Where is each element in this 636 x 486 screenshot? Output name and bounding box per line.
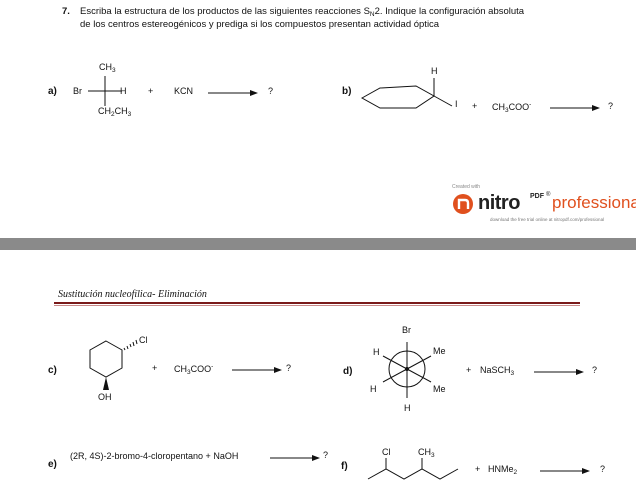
f-ch3: CH3 — [418, 447, 435, 459]
reagent-d: NaSCH3 — [480, 365, 515, 377]
d-me2: Me — [433, 384, 446, 394]
page-break — [0, 238, 636, 250]
arrow-a — [208, 90, 258, 96]
nitro-logo-icon — [453, 194, 473, 214]
c-oh: OH — [98, 392, 112, 402]
plus-d: + — [466, 365, 472, 375]
cyclohexane-b — [360, 78, 453, 109]
arrow-d — [534, 369, 584, 375]
d-br: Br — [402, 325, 411, 335]
b-h: H — [431, 66, 438, 76]
product-e: ? — [323, 450, 329, 460]
watermark-created: Created with — [452, 184, 481, 190]
product-a: ? — [268, 86, 274, 96]
section-rule-light — [54, 305, 580, 306]
reagent-b: CH3COO- — [492, 101, 532, 114]
label-f: f) — [341, 461, 348, 472]
reaction-e-text: (2R, 4S)-2-bromo-4-cloropentano + NaOH — [70, 451, 239, 461]
fischer-bottom: CH2CH3 — [98, 106, 132, 118]
plus-a: + — [148, 86, 154, 96]
reagent-a: KCN — [174, 86, 194, 96]
label-a: a) — [48, 86, 57, 97]
nitro-brand: nitro — [478, 192, 520, 214]
f-cl: Cl — [382, 447, 391, 457]
fischer-top: CH3 — [99, 62, 116, 74]
label-b: b) — [342, 86, 352, 97]
plus-c: + — [152, 363, 158, 373]
cyclohexane-c — [89, 339, 138, 390]
product-b: ? — [608, 101, 614, 111]
skeletal-f — [367, 458, 459, 480]
product-c: ? — [286, 363, 292, 373]
watermark-tagline: download the free trial online at nitrop… — [490, 217, 605, 222]
product-f: ? — [600, 464, 606, 474]
fischer-right: H — [120, 86, 127, 96]
arrow-b — [550, 105, 600, 111]
label-d: d) — [343, 366, 353, 377]
label-e: e) — [48, 459, 57, 470]
section-title: Sustitución nucleofílica- Eliminación — [58, 289, 207, 300]
reagent-f: HNMe2 — [488, 464, 518, 476]
question-number: 7. — [62, 6, 70, 17]
question-line-2: de los centros estereogénicos y prediga … — [80, 19, 440, 30]
newman-projection — [382, 342, 432, 398]
arrow-e — [270, 455, 320, 461]
c-cl: Cl — [139, 335, 148, 345]
fischer-left: Br — [73, 86, 82, 96]
nitro-tm: ® — [546, 192, 551, 198]
plus-b: + — [472, 101, 478, 111]
arrow-c — [232, 367, 282, 373]
section-rule-dark — [54, 302, 580, 304]
d-me1: Me — [433, 346, 446, 356]
plus-f: + — [475, 464, 481, 474]
nitro-professional: professional — [552, 193, 636, 212]
product-d: ? — [592, 365, 598, 375]
question-line-1: Escriba la estructura de los productos d… — [80, 6, 525, 18]
fischer-projection — [88, 76, 122, 106]
d-h2: H — [370, 384, 377, 394]
nitro-pdf: PDF — [530, 193, 544, 200]
label-c: c) — [48, 365, 57, 376]
b-i: I — [455, 99, 458, 109]
arrow-f — [540, 468, 590, 474]
d-h3: H — [404, 403, 411, 413]
d-h1: H — [373, 347, 380, 357]
reagent-c: CH3COO- — [174, 363, 214, 376]
